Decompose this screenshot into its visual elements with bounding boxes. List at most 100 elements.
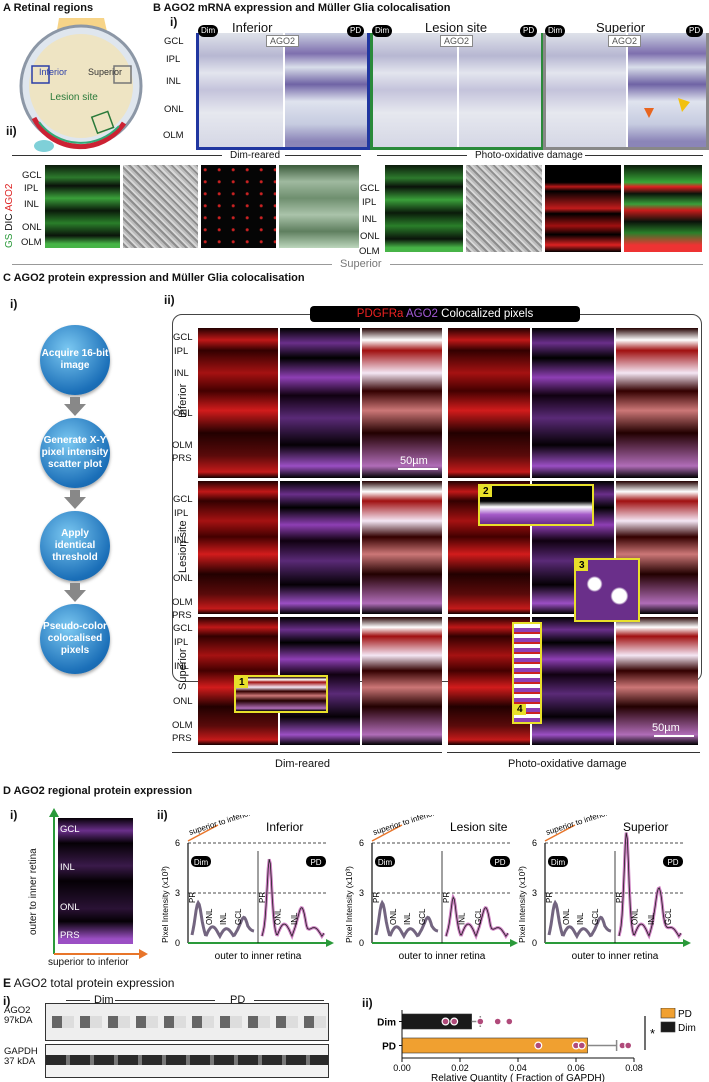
c-scalebar-1 — [398, 468, 438, 470]
b-bottom-line-r — [390, 264, 703, 265]
d-plot-0-ytick-0: 0 — [175, 938, 180, 948]
b-layer-olm: OLM — [163, 130, 184, 141]
d-plot-0-peak-5: ONL — [273, 908, 282, 925]
b-col-lesion: Lesion site — [425, 20, 488, 35]
d-plot-0-peak-1: ONL — [205, 908, 214, 925]
b-ii-r-inl: INL — [362, 214, 377, 225]
c-inset-1 — [234, 675, 328, 713]
d-plot-0-xlabel: outer to inner retina — [215, 951, 302, 962]
e-bar-xtick-label-1: 0.02 — [451, 1063, 469, 1073]
c-r3-olm: OLM — [172, 720, 193, 731]
c-img-r3-merge-dim — [362, 617, 442, 745]
e-sub-ii: ii) — [362, 996, 373, 1010]
e-bar-point-0-3 — [493, 1017, 502, 1026]
d-plot-1-dim-text: Dim — [378, 858, 393, 867]
d-plot-1-xarrow — [510, 939, 518, 947]
c-flow-arrow-3a — [70, 583, 80, 591]
d-plot-1-dim-pill — [375, 856, 395, 867]
e-blot-line-2 — [115, 1000, 215, 1001]
d-plot-2-corner-line — [544, 824, 576, 842]
c-r2-onl: ONL — [173, 573, 193, 584]
e-blot-gapdh-name: GAPDH — [4, 1046, 38, 1057]
c-img-r3-merge-pd — [616, 617, 698, 745]
c-legend: PDGFRa AGO2 Colocalized pixels — [310, 306, 580, 322]
d-plot-2-peak-3: GCL — [591, 908, 600, 925]
d-plot-0-corner-label: superior to inferior — [188, 815, 252, 837]
b-pill-pd-3: PD — [686, 25, 704, 37]
b-ii-r-olm: OLM — [359, 246, 380, 257]
d-plot-1-peak-0: PR — [372, 892, 381, 903]
b-pill-dim-2: Dim — [372, 25, 393, 37]
d-plot-0-peak-4: PR — [258, 892, 267, 903]
c-inset-4 — [512, 622, 542, 724]
b-panel-inferior — [196, 33, 370, 150]
e-legend-dim-swatch — [660, 1021, 676, 1033]
b-ii-dic-dim — [123, 165, 198, 248]
e-bar-1 — [401, 1037, 588, 1054]
b-group-line-1 — [12, 155, 222, 156]
b-group-line-2 — [285, 155, 361, 156]
c-flow-arrow-1b — [64, 404, 86, 416]
c-img-r1-red-pd — [448, 328, 530, 478]
b-ii-ago2-pd — [545, 165, 621, 252]
e-bar-point-0-0 — [441, 1017, 450, 1026]
a-label-lesion: Lesion site — [50, 92, 98, 103]
d-plot-2-peak-0: PR — [545, 892, 554, 903]
d-plot-1-xlabel: outer to inner retina — [399, 951, 486, 962]
d-plot-1-ytick-2: 6 — [359, 838, 364, 848]
c-group-dim: Dim-reared — [275, 758, 331, 770]
d-img-prs: PRS — [60, 930, 80, 941]
d-sub-ii: ii) — [157, 808, 168, 822]
d-plot-2-corner-label: superior to inferior — [545, 815, 609, 837]
e-bar-point-1-4 — [624, 1041, 633, 1050]
c-group-pd: Photo-oxidative damage — [508, 758, 627, 770]
b-pill-pd-2: PD — [520, 25, 538, 37]
d-img-onl: ONL — [60, 902, 80, 913]
b-ii-gs-dim — [45, 165, 120, 248]
b-ii-l-ipl: IPL — [24, 183, 39, 194]
d-img-yaxis: outer to inner retina — [28, 848, 39, 935]
b-group-line-3 — [377, 155, 467, 156]
c-r3-gcl: GCL — [173, 623, 193, 634]
d-plot-1-peak-5: INL — [457, 912, 466, 925]
c-img-r2-purp-dim — [280, 481, 360, 614]
c-r3-inl: INL — [174, 661, 189, 672]
d-plot-2-curve-dim — [547, 899, 612, 940]
d-plot-1-pd-pill — [490, 856, 510, 867]
b-ii-merge-dim — [279, 165, 359, 248]
c-inset-3 — [574, 558, 640, 622]
b-panel-superior — [543, 33, 709, 150]
d-retina-image — [58, 818, 133, 944]
d-plot-1-ylabel: Pixel Intensity (x10³) — [344, 866, 354, 943]
e-blot-ago2-name: AGO2 — [4, 1005, 31, 1016]
section-b-title: B AGO2 mRNA expression and Müller Glia c… — [153, 2, 451, 14]
d-plot-2-pd-text: PD — [667, 858, 678, 867]
c-inset-2-num: 2 — [480, 486, 492, 497]
e-bar-point-1-2 — [577, 1041, 586, 1050]
d-plot-1-peak-3: GCL — [418, 908, 427, 925]
b-ii-l-gcl: GCL — [22, 170, 42, 181]
d-plot-2-peak-2: INL — [576, 912, 585, 925]
e-bar-point-0-2 — [476, 1017, 485, 1026]
e-bar-0 — [401, 1013, 472, 1030]
b-ii-ago2-dim — [201, 165, 276, 248]
b-layer-ipl: IPL — [166, 54, 181, 65]
d-plot-1-corner-line — [371, 824, 403, 842]
c-group-line-dim — [172, 752, 442, 753]
e-blot-ago2 — [45, 1003, 329, 1041]
d-plot-1-ytick-1: 3 — [359, 888, 364, 898]
e-blot-gapdh-size: 37 kDA — [4, 1056, 36, 1067]
section-a-title: A Retinal regions — [3, 2, 94, 14]
b-ii-l-olm: OLM — [21, 237, 42, 248]
b-pill-dim-3: Dim — [545, 25, 566, 37]
d-plot-1-peak-6: GCL — [474, 908, 483, 925]
d-sub-i: i) — [10, 808, 18, 822]
c-img-r1-purp-pd — [532, 328, 614, 478]
d-img-gcl: GCL — [60, 824, 80, 835]
d-plot-2-peak-7: GCL — [664, 908, 673, 925]
d-plot-0-pd-pill — [306, 856, 326, 867]
c-r2-prs: PRS — [172, 610, 192, 621]
d-plot-1-curve-pd-core — [445, 896, 509, 938]
a-label-inferior: Inferior — [39, 67, 68, 77]
d-plot-2-ytick-0: 0 — [532, 938, 537, 948]
